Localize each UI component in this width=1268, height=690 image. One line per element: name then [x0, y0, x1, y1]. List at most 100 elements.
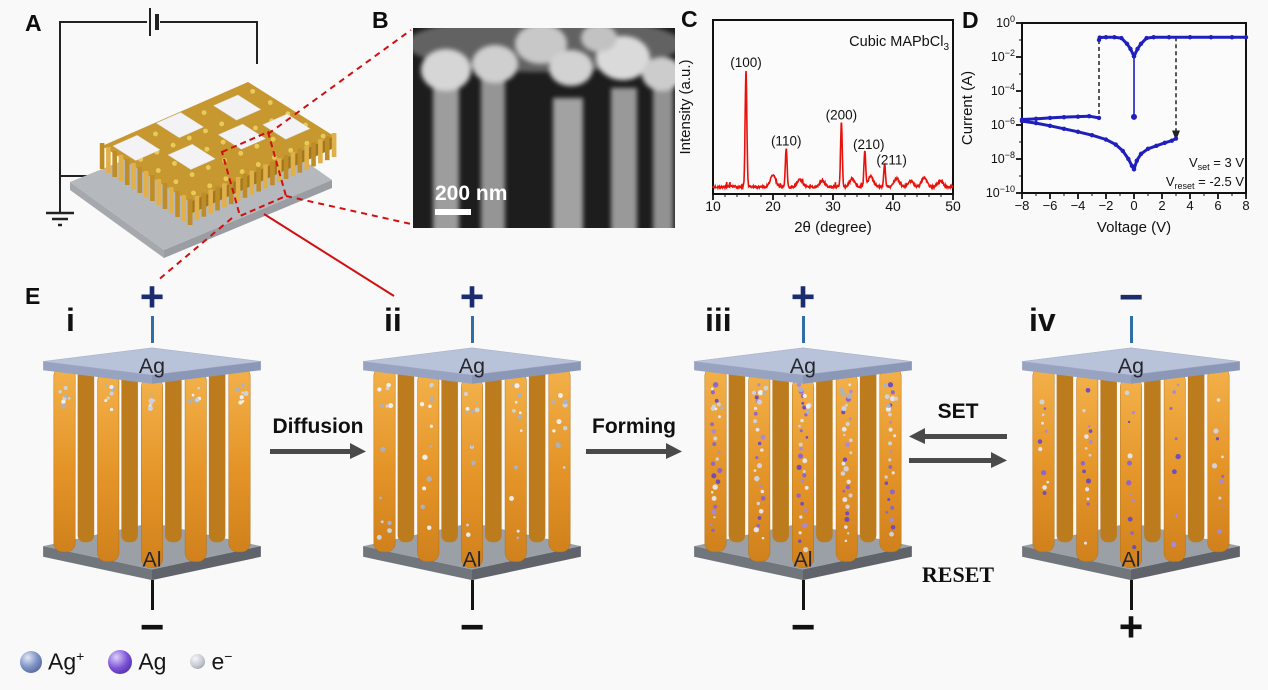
panel-a-label: A — [25, 10, 42, 36]
silver-atom-icon — [108, 649, 133, 674]
legend-item-electron: e− — [190, 648, 232, 676]
svg-text:10−8: 10−8 — [991, 150, 1015, 166]
legend-item-silver-atom: Ag — [108, 648, 166, 676]
svg-text:10−10: 10−10 — [986, 184, 1015, 200]
state-ii-top-polarity: + — [459, 273, 485, 320]
set-label: SET — [937, 400, 979, 423]
device-state-i: i + Ag Al − — [40, 276, 264, 658]
state-ii-numeral: ii — [384, 302, 402, 338]
device-state-ii: ii + Ag Al − — [360, 276, 584, 658]
sem-nanopillars — [413, 28, 675, 228]
top-electrode-label: Ag — [1118, 354, 1144, 378]
xrd-xlabel: 2θ (degree) — [794, 219, 872, 236]
ground-icon — [46, 211, 74, 227]
electron-icon — [190, 654, 206, 670]
state-ii-bottom-polarity: − — [459, 603, 485, 650]
top-terminal-line — [470, 316, 474, 343]
svg-text:10: 10 — [705, 198, 721, 214]
state-i-bottom-polarity: − — [139, 603, 165, 650]
top-terminal-line — [1129, 316, 1133, 343]
bottom-terminal-line — [150, 580, 154, 610]
top-electrode-label: Ag — [139, 354, 165, 378]
right-arrow-icon — [909, 452, 1007, 468]
iv-chart: −8 −6 −4 −2 0 2 4 6 8 100 10−2 10−4 10−6 10−8 10−10Vol… — [959, 14, 1250, 236]
reset-label: RESET — [921, 562, 995, 587]
svg-text:−2: −2 — [1099, 198, 1114, 213]
xrd-chart: 10 20 30 40 50 2θ (degree) Intensity (a.u.) (10… — [678, 19, 961, 236]
diffusion-label: Diffusion — [272, 415, 364, 438]
svg-text:4: 4 — [1186, 198, 1193, 213]
legend-item-silver-ion: Ag+ — [20, 648, 84, 676]
svg-text:−8: −8 — [1015, 198, 1030, 213]
xrd-peak-label: (200) — [826, 108, 858, 123]
state-iii-numeral: iii — [705, 302, 732, 338]
svg-text:20: 20 — [765, 198, 781, 214]
right-arrow-icon — [586, 443, 682, 459]
callout-lines — [156, 29, 412, 297]
state-i-top-polarity: + — [139, 273, 165, 320]
state-iv-numeral: iv — [1029, 302, 1056, 338]
svg-text:−6: −6 — [1043, 198, 1058, 213]
forming-label: Forming — [592, 415, 676, 438]
xrd-peak-label: (100) — [730, 55, 762, 70]
bottom-electrode-label: Al — [1121, 548, 1140, 572]
top-electrode-label: Ag — [790, 354, 816, 378]
iv-annotation: Vreset = -2.5 V — [1166, 174, 1245, 191]
svg-text:10−6: 10−6 — [991, 116, 1015, 132]
xrd-peak-label: (110) — [771, 133, 802, 148]
bottom-terminal-line — [801, 580, 805, 610]
top-terminal-line — [150, 316, 154, 343]
bottom-electrode-label: Al — [793, 548, 812, 572]
state-i-numeral: i — [66, 302, 75, 338]
bottom-electrode-label: Al — [462, 548, 481, 572]
xrd-axes — [712, 19, 954, 195]
top-terminal-line — [801, 316, 805, 343]
panel-d-label: D — [962, 7, 979, 33]
left-arrow-icon — [909, 428, 1007, 444]
scale-bar-text: 200 nm — [435, 182, 507, 205]
iv-xlabel: Voltage (V) — [1097, 219, 1171, 236]
svg-text:6: 6 — [1214, 198, 1221, 213]
iv-annotation: Vset = 3 V — [1189, 155, 1244, 172]
xrd-annotation: Cubic MAPbCl3 — [849, 34, 949, 53]
diffusion-arrow: Diffusion — [262, 415, 374, 459]
panel-c-label: C — [681, 6, 698, 32]
iv-ylabel: Current (A) — [959, 71, 976, 145]
panel-e-label: E — [25, 283, 41, 309]
svg-text:−4: −4 — [1071, 198, 1086, 213]
svg-text:8: 8 — [1242, 198, 1249, 213]
bottom-terminal-line — [1129, 580, 1133, 610]
svg-text:50: 50 — [945, 198, 961, 214]
right-arrow-icon — [270, 443, 366, 459]
top-electrode-label: Ag — [459, 354, 485, 378]
state-iv-top-polarity: − — [1118, 273, 1144, 320]
svg-text:10−2: 10−2 — [991, 48, 1015, 64]
silver-ion-icon — [20, 650, 42, 673]
set-reset-arrows: SET — [908, 400, 1008, 468]
bottom-terminal-line — [470, 580, 474, 610]
callout-box — [220, 130, 288, 218]
svg-text:40: 40 — [885, 198, 901, 214]
device-state-iii: iii + Ag Al − — [691, 276, 915, 658]
svg-text:2: 2 — [1158, 198, 1165, 213]
scale-bar — [435, 209, 471, 215]
xrd-peak-label: (210) — [853, 137, 885, 152]
battery-icon — [149, 8, 159, 36]
xrd-ylabel: Intensity (a.u.) — [678, 59, 694, 154]
svg-text:0: 0 — [1130, 198, 1137, 213]
device-state-iv: iv − Ag Al + — [1019, 276, 1243, 658]
svg-text:10−4: 10−4 — [991, 82, 1015, 98]
forming-arrow: Forming — [578, 415, 690, 459]
species-legend: Ag+ Ag e− — [20, 648, 232, 676]
svg-text:100: 100 — [996, 14, 1015, 30]
svg-text:30: 30 — [825, 198, 841, 214]
panel-b-label: B — [372, 7, 389, 33]
crossbar-device-3d — [70, 82, 337, 258]
xrd-curve — [712, 70, 954, 191]
state-iii-top-polarity: + — [790, 273, 816, 320]
xrd-peak-label: (211) — [876, 153, 907, 168]
bottom-electrode-label: Al — [142, 548, 161, 572]
state-iv-bottom-polarity: + — [1118, 603, 1144, 650]
